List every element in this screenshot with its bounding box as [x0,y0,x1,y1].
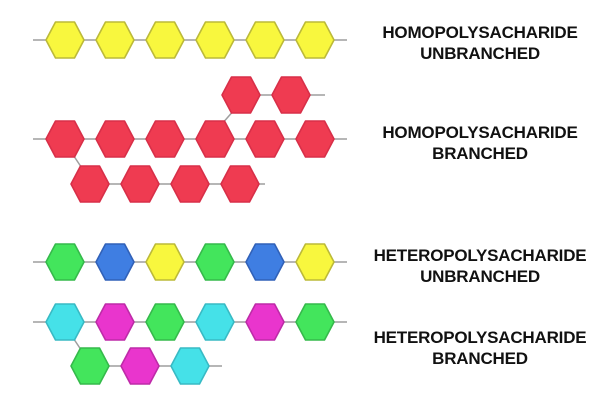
label-line-1: HOMOPOLYSACHARIDE [382,123,578,142]
label-line-2: BRANCHED [432,144,528,163]
branch-connector-line [223,112,233,122]
hexagon-yellow-monomer [45,21,85,59]
homopolysacharide-unbranched-structure [33,21,347,59]
label-heteropolysacharide-branched: HETEROPOLYSACHARIDE BRANCHED [352,327,608,369]
hexagon-blue-monomer [245,243,285,281]
hexagon-magenta-monomer [245,303,285,341]
label-line-2: UNBRANCHED [420,267,540,286]
hexagon-magenta-monomer [120,347,160,385]
label-heteropolysacharide-unbranched: HETEROPOLYSACHARIDE UNBRANCHED [352,245,608,287]
heteropolysacharide-branched-structure [33,303,347,385]
hexagon-green-monomer [45,243,85,281]
label-line-1: HOMOPOLYSACHARIDE [382,23,578,42]
label-line-2: UNBRANCHED [420,44,540,63]
hexagon-cyan-monomer [170,347,210,385]
label-line-1: HETEROPOLYSACHARIDE [373,246,587,265]
hexagon-yellow-monomer [295,21,335,59]
label-homopolysacharide-unbranched: HOMOPOLYSACHARIDE UNBRANCHED [352,22,608,64]
branch-connector-line [73,156,82,167]
hexagon-yellow-monomer [145,243,185,281]
hexagon-red-monomer [170,165,210,203]
hexagon-red-monomer [70,165,110,203]
hexagon-red-monomer [120,165,160,203]
hexagon-cyan-monomer [45,303,85,341]
hexagon-yellow-monomer [95,21,135,59]
heteropolysacharide-unbranched-structure [33,243,347,281]
hexagon-yellow-monomer [245,21,285,59]
label-line-2: BRANCHED [432,349,528,368]
hexagon-red-monomer [245,120,285,158]
hexagon-red-monomer [195,120,235,158]
hexagon-cyan-monomer [195,303,235,341]
hexagon-red-monomer [295,120,335,158]
hexagon-red-monomer [221,76,261,114]
hexagon-red-monomer [95,120,135,158]
hexagon-blue-monomer [95,243,135,281]
hexagon-magenta-monomer [95,303,135,341]
hexagon-red-monomer [45,120,85,158]
hexagon-yellow-monomer [195,21,235,59]
hexagon-green-monomer [145,303,185,341]
hexagon-yellow-monomer [295,243,335,281]
hexagon-red-monomer [271,76,311,114]
label-line-1: HETEROPOLYSACHARIDE [373,328,587,347]
hexagon-red-monomer [220,165,260,203]
hexagon-green-monomer [195,243,235,281]
hexagon-yellow-monomer [145,21,185,59]
hexagon-green-monomer [70,347,110,385]
label-homopolysacharide-branched: HOMOPOLYSACHARIDE BRANCHED [352,122,608,164]
hexagon-red-monomer [145,120,185,158]
homopolysacharide-branched-structure [33,76,347,203]
branch-connector-line [73,339,82,350]
hexagon-green-monomer [295,303,335,341]
